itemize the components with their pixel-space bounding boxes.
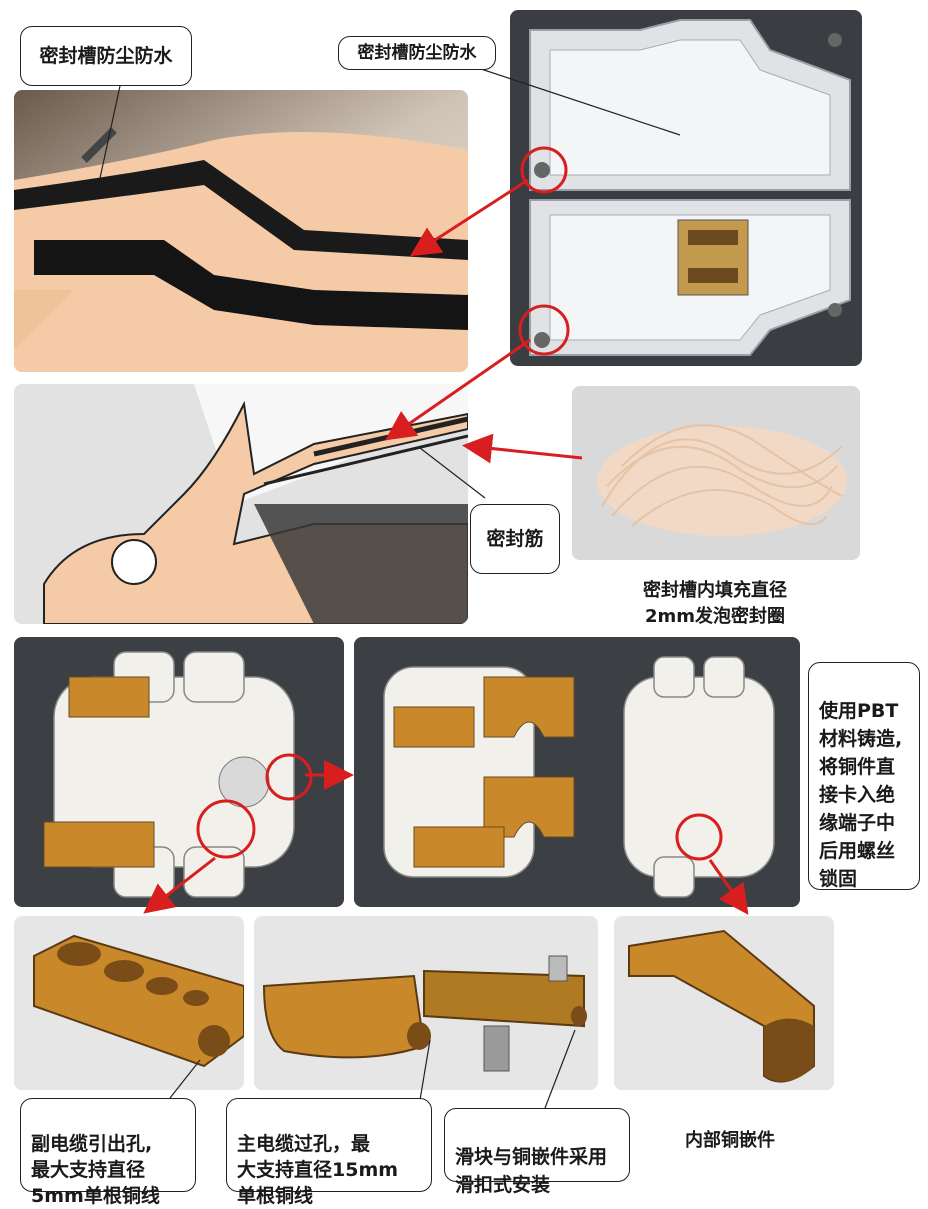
seal-groove-section-view — [14, 90, 468, 372]
callout-main-cable: 主电缆过孔，最 大支持直径15mm 单根铜线 — [226, 1098, 432, 1207]
slider-copper-drawing — [254, 916, 598, 1090]
callout-seal-groove-right: 密封槽防尘防水 — [338, 36, 496, 70]
exploded-view-drawing — [354, 637, 800, 907]
callout-aux-cable: 副电缆引出孔, 最大支持直径 5mm单根铜线 — [20, 1098, 196, 1207]
inner-copper-insert-view — [614, 916, 834, 1090]
foam-seal-photo — [572, 386, 860, 560]
enclosure-drawing — [510, 10, 862, 366]
callout-slider: 滑块与铜嵌件采用 滑扣式安装 — [444, 1108, 630, 1196]
aux-copper-block-view — [14, 916, 244, 1090]
callout-seal-groove-left: 密封槽防尘防水 — [20, 26, 192, 86]
seal-rib-section-drawing — [14, 384, 468, 624]
seal-rib-section-view — [14, 384, 468, 624]
enclosure-top-view — [510, 10, 862, 366]
seal-groove-section-drawing — [14, 90, 468, 372]
callout-seal-rib: 密封筋 — [470, 504, 560, 574]
terminal-assembly-view — [14, 637, 344, 907]
foam-seal-caption: 密封槽内填充直径 2mm发泡密封圈 — [643, 580, 787, 627]
inner-copper-caption: 内部铜嵌件 — [685, 1130, 775, 1151]
inner-copper-insert-drawing — [614, 916, 834, 1090]
terminal-assembly-drawing — [14, 637, 344, 907]
foam-seal-drawing — [572, 386, 860, 560]
arrow-foam-seal — [462, 433, 583, 464]
slider-copper-view — [254, 916, 598, 1090]
aux-copper-block-drawing — [14, 916, 244, 1090]
exploded-view — [354, 637, 800, 907]
callout-pbt-note: 使用PBT 材料铸造, 将铜件直 接卡入绝 缘端子中 后用螺丝 锁固 — [808, 662, 920, 890]
